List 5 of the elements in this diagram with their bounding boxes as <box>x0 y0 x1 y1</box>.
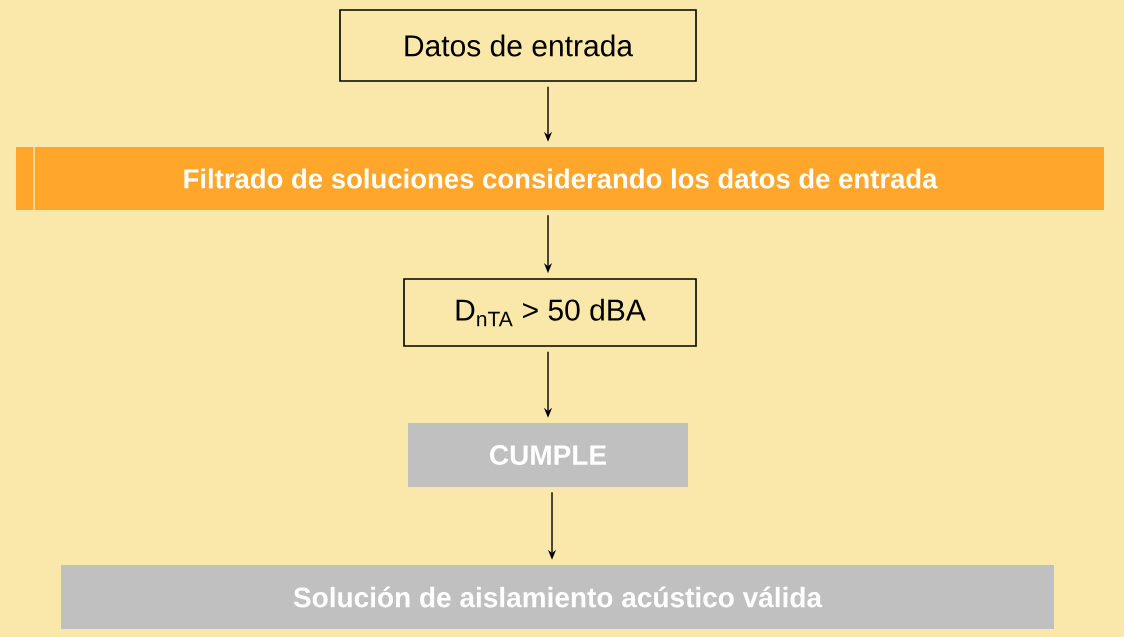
result-bar: Solución de aislamiento acústico válida <box>61 565 1054 629</box>
process-bar: Filtrado de soluciones considerando los datos de entrada <box>16 146 1104 211</box>
result-bar: CUMPLE <box>408 423 688 487</box>
input-box: D$_{nTA}$ > 50 dBA <box>403 278 697 347</box>
input-box: Datos de entrada <box>339 9 697 82</box>
